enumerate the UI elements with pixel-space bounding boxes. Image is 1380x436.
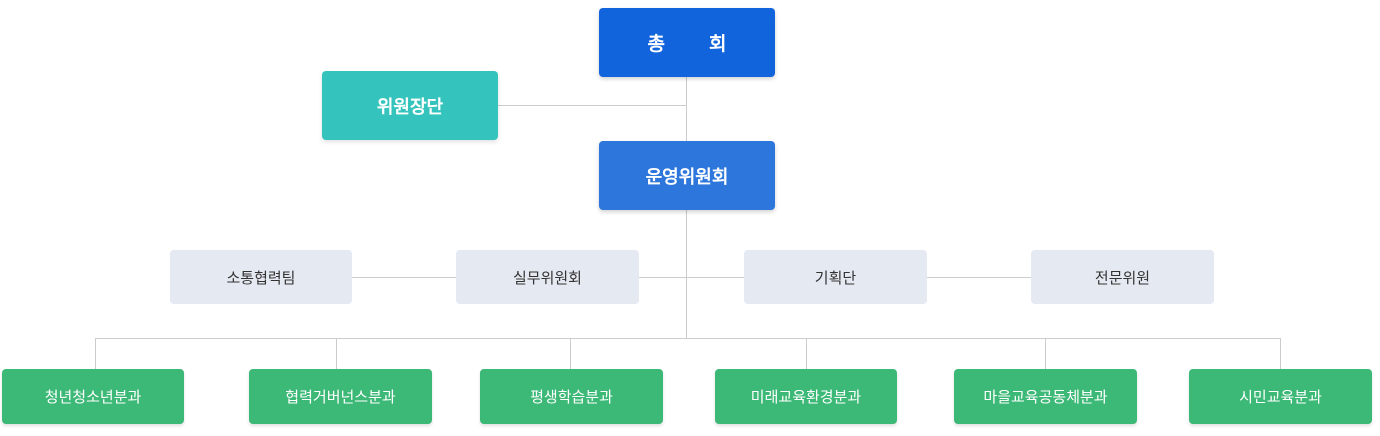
box-subcommittee-label: 평생학습분과 xyxy=(530,388,613,406)
box-subcommittee-label: 미래교육환경분과 xyxy=(750,388,862,406)
box-subcommittee-civic-education: 시민교육분과 xyxy=(1189,369,1372,424)
box-planning-group-label: 기획단 xyxy=(814,268,857,287)
box-subcommittee-youth: 청년청소년분과 xyxy=(2,369,184,424)
box-subcommittee-label: 청년청소년분과 xyxy=(44,388,142,406)
box-planning-group: 기획단 xyxy=(744,250,927,304)
box-general-assembly: 총회 xyxy=(599,8,775,77)
box-subcommittee-governance: 협력거버넌스분과 xyxy=(249,369,432,424)
box-steering-committee: 운영위원회 xyxy=(599,141,775,210)
box-subcommittee-village-community: 마을교육공동체분과 xyxy=(954,369,1137,424)
box-expert-members-label: 전문위원 xyxy=(1094,268,1151,287)
box-subcommittee-future-environment: 미래교육환경분과 xyxy=(715,369,897,424)
box-chairs: 위원장단 xyxy=(322,71,498,140)
box-general-assembly-label: 총회 xyxy=(647,33,771,55)
box-subcommittee-lifelong-learning: 평생학습분과 xyxy=(480,369,663,424)
box-chairs-label: 위원장단 xyxy=(376,96,444,118)
box-subcommittee-label: 마을교육공동체분과 xyxy=(983,388,1108,406)
box-subcommittee-label: 시민교육분과 xyxy=(1239,388,1322,406)
box-expert-members: 전문위원 xyxy=(1031,250,1214,304)
box-subcommittee-label: 협력거버넌스분과 xyxy=(285,388,396,406)
box-communication-team-label: 소통협력팀 xyxy=(226,268,296,287)
box-steering-committee-label: 운영위원회 xyxy=(645,166,729,188)
box-working-committee: 실무위원회 xyxy=(456,250,639,304)
box-communication-team: 소통협력팀 xyxy=(170,250,352,304)
box-working-committee-label: 실무위원회 xyxy=(512,268,582,287)
